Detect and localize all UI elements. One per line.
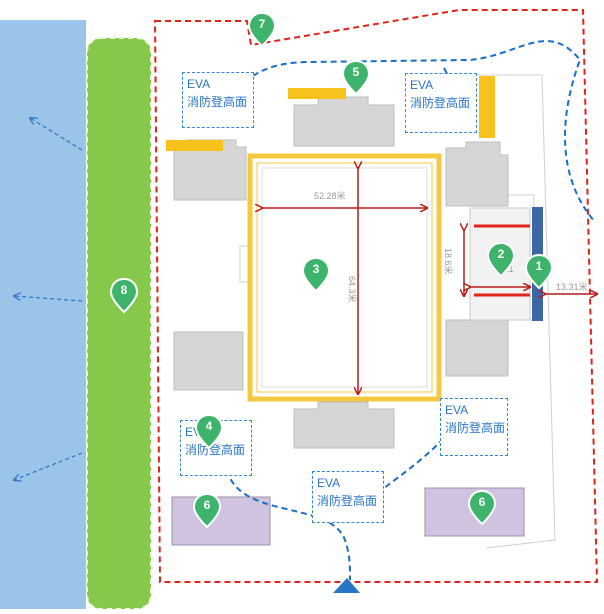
location-pin-icon-1[interactable]: 1: [524, 253, 554, 290]
marker-number: 8: [120, 283, 128, 297]
location-pin-icon: [192, 492, 222, 529]
eva-title: EVA: [187, 77, 211, 91]
residential-building: [173, 96, 509, 449]
eva-title: EVA: [410, 78, 434, 92]
eva-zone-east: EVA 消防登高面: [440, 398, 508, 456]
eva-zone-north-west: EVA 消防登高面: [182, 72, 254, 128]
service-building: [171, 496, 271, 546]
location-pin-icon-5[interactable]: 5: [341, 59, 371, 96]
flow-arrow: [14, 296, 83, 302]
fire-access-route: [226, 469, 351, 581]
flow-arrow: [30, 118, 83, 151]
eva-title: EVA: [317, 476, 341, 490]
road-outline: [478, 74, 556, 549]
location-pin-icon-4[interactable]: 4: [194, 413, 224, 450]
marker-number: 4: [205, 419, 213, 433]
flow-arrow: [14, 452, 83, 480]
eva-subtitle: 消防登高面: [410, 96, 471, 110]
central-plaza-inner: [256, 162, 433, 393]
river: [0, 20, 86, 609]
green-belt: [86, 37, 152, 610]
plaza-width-label: 52.28米: [314, 191, 346, 201]
eva-marker-bar: [288, 88, 346, 99]
eva-subtitle: 消防登高面: [445, 421, 506, 435]
eva-zone-south-west: EVA 消防登高面: [180, 420, 252, 476]
fire-access-route: [227, 40, 596, 223]
marker-number: 1: [535, 259, 543, 273]
setback-label: 13.31米: [556, 282, 588, 292]
location-pin-icon-6b[interactable]: 6: [467, 489, 497, 526]
eva-zone-north-east: EVA 消防登高面: [405, 73, 477, 133]
location-pin-icon: [247, 11, 277, 48]
location-pin-icon: [524, 253, 554, 290]
north-entrance-arrow-icon: [333, 578, 360, 593]
marker-number: 5: [352, 65, 360, 79]
eva-marker-bar: [479, 76, 495, 138]
marker-number: 3: [312, 262, 320, 276]
marker-number: 6: [478, 495, 486, 509]
location-pin-icon: [301, 256, 331, 293]
eva-subtitle: 消防登高面: [317, 494, 378, 508]
location-pin-icon: [109, 277, 139, 314]
eva-marker-bar: [166, 140, 223, 151]
location-pin-icon: [341, 59, 371, 96]
gate-depth-label: 18.6米: [443, 248, 453, 275]
location-pin-icon-8[interactable]: 8: [109, 277, 139, 314]
central-plaza-lawn: [261, 167, 428, 388]
entrance-base: [327, 593, 367, 609]
location-pin-icon: [194, 413, 224, 450]
marker-number: 2: [497, 247, 505, 261]
marker-number: 7: [258, 17, 266, 31]
location-pin-icon-6a[interactable]: 6: [192, 492, 222, 529]
location-pin-icon-3[interactable]: 3: [301, 256, 331, 293]
location-pin-icon: [486, 241, 516, 278]
location-pin-icon-7[interactable]: 7: [247, 11, 277, 48]
location-pin-icon: [467, 489, 497, 526]
eva-title: EVA: [445, 403, 469, 417]
eva-zone-south: EVA 消防登高面: [312, 471, 384, 523]
central-plaza: [247, 153, 442, 402]
location-pin-icon-2[interactable]: 2: [486, 241, 516, 278]
eva-subtitle: 消防登高面: [185, 443, 246, 457]
eva-subtitle: 消防登高面: [187, 95, 248, 109]
marker-number: 6: [203, 498, 211, 512]
plaza-height-label: 64.3米: [347, 276, 357, 303]
